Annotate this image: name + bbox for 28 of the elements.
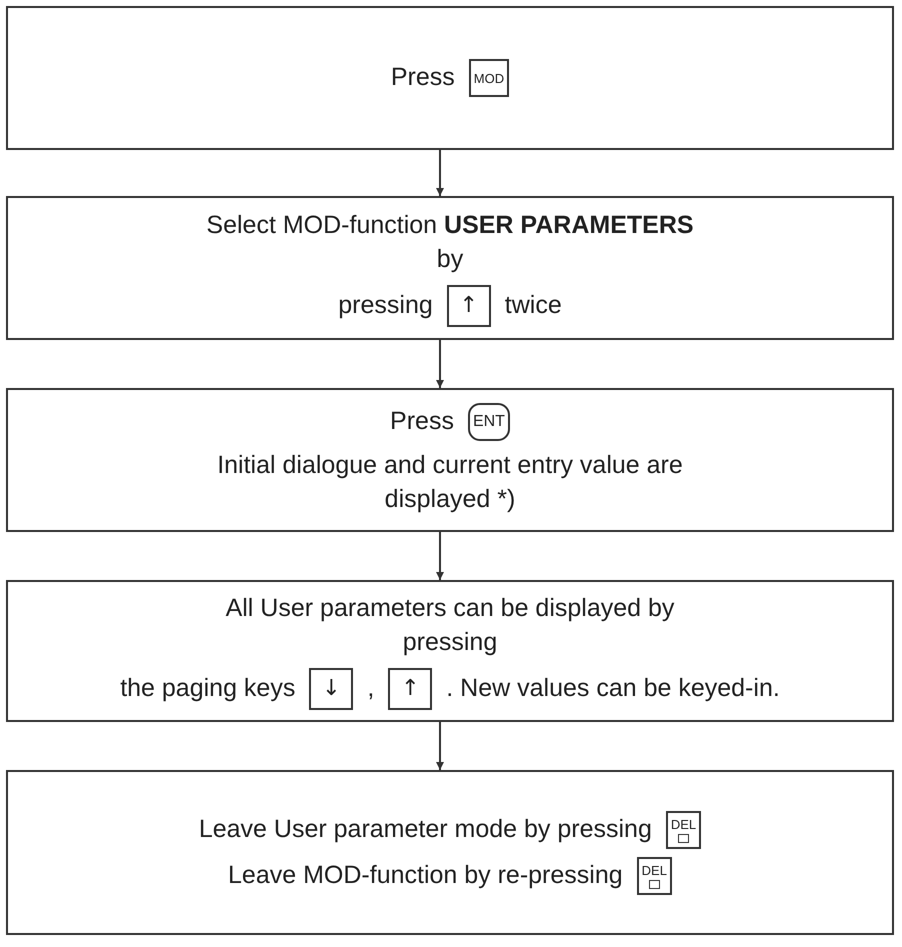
process-box xyxy=(6,196,894,340)
step-text: pressing xyxy=(338,290,433,321)
process-box xyxy=(6,388,894,532)
key-button: ↓ xyxy=(309,668,354,710)
step-text: Press xyxy=(390,62,455,94)
step-text: the paging keys xyxy=(120,672,296,704)
process-box xyxy=(6,770,894,935)
step-text: Press xyxy=(390,406,454,438)
key-button: MOD xyxy=(468,59,510,97)
key-button: ↑ xyxy=(446,284,491,327)
step-text: Leave MOD-function by re-pressing xyxy=(228,860,623,891)
arrow xyxy=(436,150,444,196)
step-text: , xyxy=(367,672,374,704)
arrow xyxy=(436,532,444,580)
process-box xyxy=(6,580,894,722)
key-button: DEL xyxy=(666,810,702,848)
step-text: Initial dialogue and current entry value are displayed *) xyxy=(216,450,684,515)
step-text: . New values can be keyed-in. xyxy=(446,672,780,704)
arrow xyxy=(436,340,444,388)
step-text: twice xyxy=(504,290,562,321)
process-box xyxy=(6,6,894,150)
key-button: ↑ xyxy=(388,668,432,710)
arrow xyxy=(436,722,444,770)
step-text: Select MOD-function USER PARAMETERS by xyxy=(205,210,695,275)
key-button: ENT xyxy=(468,403,510,442)
step-text: All User parameters can be displayed by pressing xyxy=(224,593,676,658)
step-text: Leave User parameter mode by pressing xyxy=(198,814,652,845)
key-button: DEL xyxy=(636,856,672,894)
